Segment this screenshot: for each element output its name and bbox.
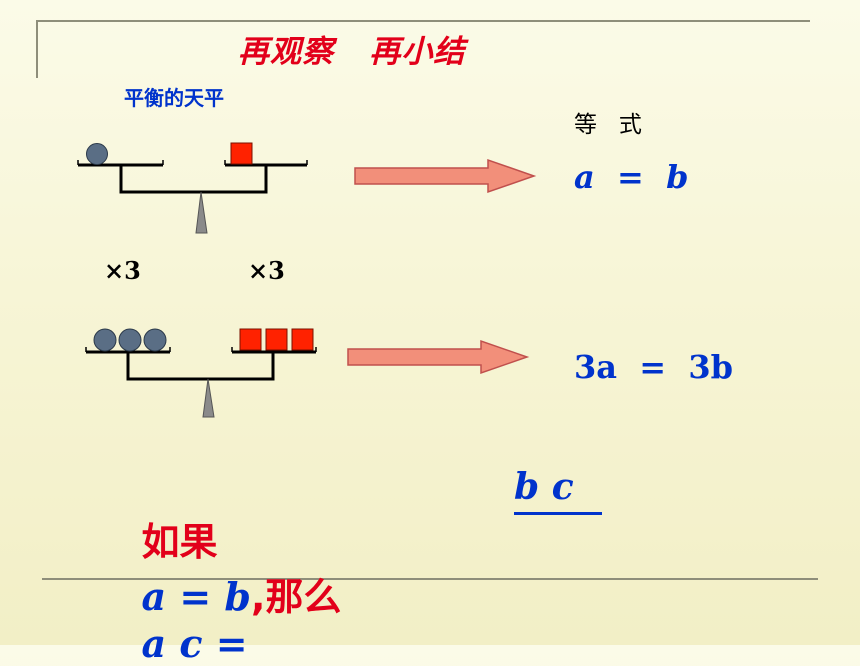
beam-2 <box>126 352 275 381</box>
weight-2b <box>265 328 288 351</box>
weight-2a <box>239 328 262 351</box>
arrow-2 <box>347 339 530 375</box>
arrow-1 <box>354 158 537 194</box>
multiplier-left: ×3 <box>104 256 141 285</box>
balance-1 <box>77 142 308 234</box>
weight-1 <box>230 142 253 165</box>
multiplier-right: ×3 <box>248 256 285 285</box>
conclusion-statement: 如果 a = b,那么 a c = <box>115 466 341 666</box>
slide-frame-left <box>36 20 38 78</box>
weight-2c <box>291 328 314 351</box>
equation-2: 3a = 3b <box>574 348 734 386</box>
ball-2c <box>143 328 167 352</box>
slide-frame-bottom <box>42 578 818 580</box>
fulcrum-2 <box>202 378 215 418</box>
fulcrum-1 <box>195 191 208 234</box>
answer-text: b c <box>514 466 574 508</box>
equation-label: 等 式 <box>574 112 642 138</box>
answer-blank: b c <box>514 466 602 515</box>
then-text: ,那么 <box>250 575 342 619</box>
premise: a = b <box>141 574 251 619</box>
slide-title: 再观察 再小结 <box>238 34 466 70</box>
lhs-expression: a c = <box>141 621 248 666</box>
ball-2b <box>118 328 142 352</box>
if-text: 如果 <box>141 520 218 564</box>
balance-subtitle: 平衡的天平 <box>124 86 224 110</box>
ball-1 <box>86 143 108 165</box>
beam-1 <box>119 165 268 194</box>
balance-diagram <box>77 142 537 418</box>
slide-frame-top <box>36 20 810 22</box>
equation-1: a = b <box>574 158 689 196</box>
balance-2 <box>85 328 317 418</box>
ball-2a <box>93 328 117 352</box>
